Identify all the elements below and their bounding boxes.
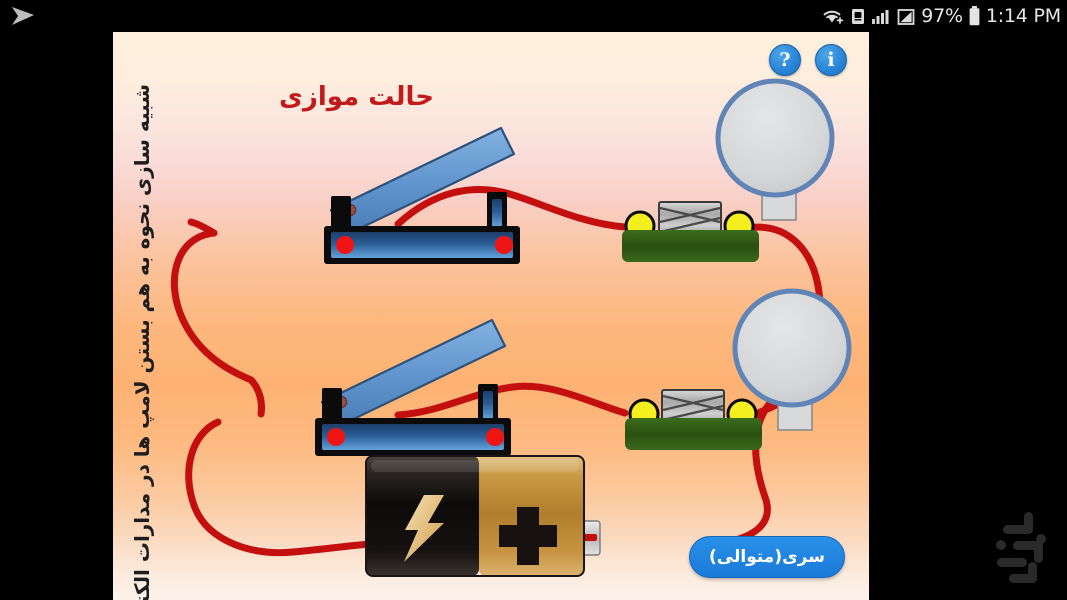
wire-switch1-left	[187, 218, 218, 237]
subtitle-vertical: شبیه سازی نحوه به هم بستن لامپ ها در مدا…	[119, 84, 165, 600]
lamp-socket-bottom[interactable]	[625, 389, 762, 450]
socket-base-bottom	[625, 418, 762, 450]
battery-percent-label: 97%	[921, 5, 963, 27]
wire-switch2-left	[185, 418, 375, 557]
battery[interactable]	[365, 455, 601, 577]
nav-back-icon[interactable]	[10, 4, 36, 28]
lamp-socket-top[interactable]	[622, 201, 759, 262]
sim-icon	[852, 9, 865, 24]
switch-terminal-left-top	[336, 236, 354, 254]
switch-terminal-right-top	[495, 236, 513, 254]
cafebazaar-logo-icon	[996, 512, 1046, 583]
wire-group	[170, 186, 824, 557]
help-button[interactable]: ?	[769, 44, 801, 76]
battery-bolt-icon	[404, 495, 444, 562]
signal-icon	[872, 10, 889, 24]
battery-plus-icon	[499, 507, 557, 565]
wire-switch2-to-lamp2	[394, 382, 629, 419]
wire-left-link	[247, 376, 265, 418]
wire-switch1-to-lamp1	[394, 186, 629, 231]
light-bulb-bottom[interactable]	[732, 288, 852, 431]
light-bulb-top[interactable]	[715, 78, 835, 221]
socket-screw-thread-bottom	[661, 389, 725, 425]
app-content-panel: حالت موازی شبیه سازی نحوه به هم بستن لام…	[113, 32, 869, 600]
page-title: حالت موازی	[279, 82, 434, 112]
series-mode-button[interactable]: سری(متوالی)	[689, 536, 845, 578]
subtitle-text: شبیه سازی نحوه به هم بستن لامپ ها در مدا…	[130, 84, 154, 600]
knife-switch-bottom[interactable]	[315, 318, 511, 456]
battery-icon	[969, 6, 980, 26]
clock-label: 1:14 PM	[985, 5, 1061, 27]
switch-terminal-right-bottom	[486, 428, 504, 446]
wifi-icon	[823, 10, 844, 24]
signal-alt-icon	[897, 9, 915, 25]
switch-terminal-left-bottom	[327, 428, 345, 446]
status-icons-group: 97% 1:14 PM	[821, 0, 1061, 32]
wire-left-outer	[170, 229, 255, 384]
status-bar: 97% 1:14 PM	[0, 0, 1067, 32]
info-button[interactable]: i	[815, 44, 847, 76]
knife-switch-top[interactable]	[324, 126, 520, 264]
socket-base-top	[622, 230, 759, 262]
circuit-diagram	[170, 78, 852, 577]
switch-lever-top	[329, 126, 516, 238]
